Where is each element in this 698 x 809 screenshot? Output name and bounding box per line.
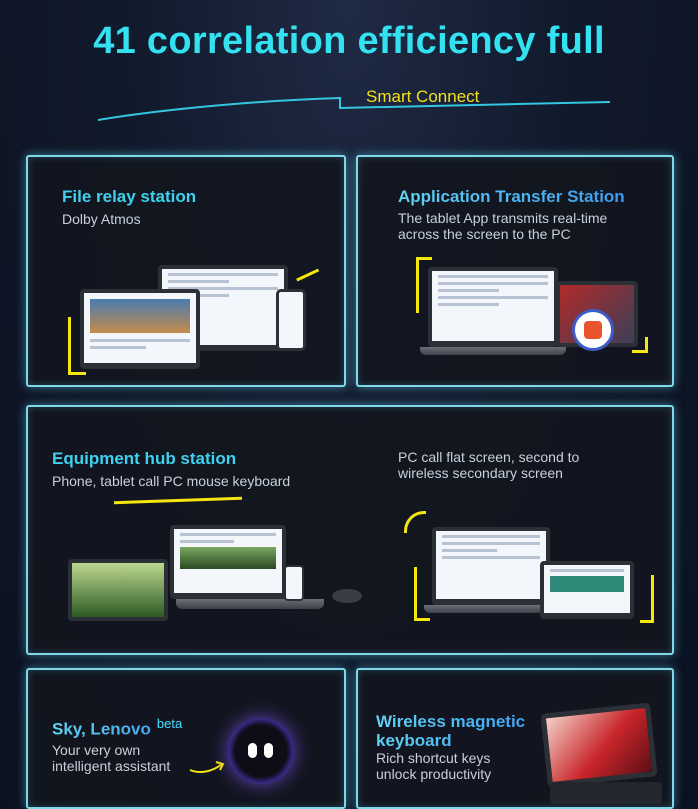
- card-title: File relay station: [62, 187, 197, 206]
- card-desc: The tablet App transmits real-time acros…: [398, 210, 608, 242]
- card-desc-pc-call: PC call flat screen, second to wireless …: [398, 449, 580, 481]
- card-desc: Rich shortcut keys unlock productivity: [376, 750, 492, 782]
- arrow-icon: [189, 761, 225, 773]
- card-desc: Your very own intelligent assistant: [52, 742, 171, 774]
- card-desc: Phone, tablet call PC mouse keyboard: [52, 473, 291, 489]
- phone-image: [284, 565, 304, 601]
- decorative-line: [113, 496, 243, 506]
- tablet-image: [68, 559, 168, 621]
- ai-assistant-orb-icon: [228, 718, 294, 784]
- card-app-transfer: Application Transfer Station The tablet …: [356, 155, 674, 387]
- mouse-image: [332, 589, 362, 603]
- card-desc: Dolby Atmos: [62, 211, 141, 227]
- phone-image: [276, 289, 306, 351]
- card-title: Sky, Lenovo beta: [52, 716, 182, 740]
- beta-badge: beta: [156, 716, 183, 731]
- subtitle-underline: [97, 96, 611, 121]
- decorative-bracket: [68, 317, 86, 375]
- laptop-image: [428, 267, 558, 347]
- keyboard-image: [550, 782, 662, 804]
- card-title: Application Transfer Station: [398, 187, 625, 206]
- decorative-signal: [296, 268, 324, 292]
- decorative-bracket: [414, 567, 430, 621]
- card-file-relay: File relay station Dolby Atmos: [26, 155, 346, 387]
- laptop-base: [176, 599, 324, 609]
- subtitle-section: Smart Connect: [90, 82, 620, 127]
- wireless-signal-icon: [404, 511, 426, 533]
- card-title: Equipment hub station: [52, 449, 237, 468]
- card-title-text: Sky, Lenovo: [52, 719, 151, 739]
- tablet-image: [540, 561, 634, 619]
- card-title: Wireless magnetic keyboard: [376, 712, 546, 750]
- page-title: 41 correlation efficiency full: [93, 20, 605, 62]
- decorative-bracket: [632, 337, 648, 353]
- laptop-base: [420, 347, 566, 355]
- decorative-bracket: [640, 575, 654, 623]
- app-badge-icon: [572, 309, 614, 351]
- laptop-image: [432, 527, 550, 605]
- tablet-keyboard-image: [540, 702, 658, 788]
- tablet-image: [556, 281, 638, 347]
- decorative-bracket: [416, 257, 432, 313]
- card-lenovo-assistant: Sky, Lenovo beta Your very own intelligen…: [26, 668, 346, 809]
- laptop-base: [424, 605, 564, 613]
- card-keyboard: Wireless magnetic keyboard Rich shortcut…: [356, 668, 674, 809]
- card-hub: Equipment hub station Phone, tablet call…: [26, 405, 674, 655]
- laptop-image: [170, 525, 286, 599]
- tablet-image: [80, 289, 200, 369]
- subtitle: Smart Connect: [366, 87, 480, 106]
